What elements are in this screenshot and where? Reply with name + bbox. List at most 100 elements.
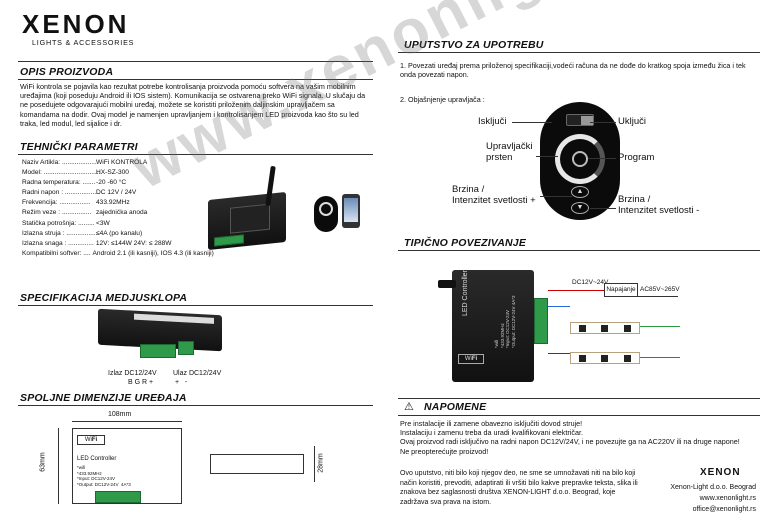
spec-row: Kompatibilni softver: ....Android 2.1 (i… [22,249,382,259]
wiring-label-strip [134,313,214,324]
controller-screen [230,203,270,234]
ac-label: AC85V~265V [640,286,680,293]
typical-wifi-badge: WiFi [458,354,484,364]
spec-value: WiFi KONTROLA [96,159,148,166]
napajanje-label: Napajanje [606,286,636,293]
brand-name: XENON [22,9,130,39]
label-brzina-plus: Brzina / Intenzitet svetlosti + [452,184,536,206]
controller-image [208,191,286,251]
spec-label: Izlazna snaga : .............. [22,239,94,247]
spec-row: Izlazna snaga : ..............12V: ≤144W… [22,239,382,249]
izlaz-label: Izlaz DC12/24V [108,370,157,377]
tehnicki-rule [18,154,373,155]
opis-rule [18,79,373,80]
rgb-wires-right [640,326,680,358]
spec-label: Izlazna struja : .................. [22,229,100,237]
spec-row: Frekvencija: .................433.92MHz [22,198,382,208]
line-iskljuci [512,122,552,123]
spec-value: Android 2.1 (ili kasniji), IOS 4.3 (ili … [92,249,214,257]
label-prsten: Upravljački prsten [486,141,533,163]
spec-value: 433.92MHz [96,199,130,207]
spec-table: Naziv Artikla: ...................WiFi K… [22,158,382,259]
napomene-rule [398,415,760,416]
brand-tagline: LIGHTS & ACCESSORIES [32,38,135,47]
line-brzina-plus [540,196,572,197]
dim-height-line [58,428,59,504]
line-brzina-minus [590,208,616,209]
spec-row: Statička potrošnja: .........<3W [22,219,382,229]
dim-device-label: LED Controller [77,456,117,462]
label-program: Program [618,152,655,163]
spec-value: ≤4A (po kanalu) [96,229,143,237]
uputstvo-step2: 2. Objašnjenje upravljača : [400,95,485,104]
brand-logo: XENON LIGHTS & ACCESSORIES [22,10,142,54]
dim-terminal [95,491,141,503]
spec-value: -20 -60 °C [96,179,127,187]
uputstvo-step1: 1. Povezati uređaj prema priloženoj spec… [400,61,746,80]
spec-label: Kompatibilni softver: .... [22,249,91,257]
spec-spoj-title: SPECIFIKACIJA MEDJUSKLOPA [20,292,188,304]
typical-terminal [534,298,548,344]
line-prsten [536,156,558,157]
brightness-up-icon: ▲ [571,186,589,198]
tipicno-title: TIPIČNO POVEZIVANJE [404,237,527,249]
dim-height: 63mm [39,452,47,472]
dim-depth-line [314,446,315,482]
spec-row: Izlazna struja : ..................≤4A (… [22,229,382,239]
wifi-badge: WiFi [77,435,105,445]
footer-legal: Ovo uputstvo, niti bilo koji njegov deo,… [400,470,638,506]
phone-screen [344,198,358,222]
program-button [572,151,588,167]
opis-title: OPIS PROIZVODA [20,66,114,78]
spec-value: HX-SZ-300 [96,169,129,177]
dim-device-specs: *wifi *433.92MHz *Input: DC12V-24V *Outp… [77,465,131,487]
brightness-down-icon: ▼ [571,202,589,214]
spec-label: Model: ............................... [22,169,101,177]
napajanje-box: Napajanje [604,283,638,297]
footer-company: Xenon-Light d.o.o. Beograd [670,484,756,491]
tipicno-rule [398,250,760,251]
control-ring [555,134,605,184]
label-ukljuci: Uključi [618,116,646,127]
label-iskljuci: Isključi [478,116,507,127]
ac-wire [638,296,678,297]
dc-wire [548,290,604,291]
remote-ring-small [319,202,333,216]
typical-device-specs: *wifi *433.92MHz *Input: DC12V-24V *Outp… [494,295,516,348]
napomene-top-rule [398,398,760,399]
spec-row: Naziv Artikla: ...................WiFi K… [22,158,382,168]
spec-value: 12V: ≤144W 24V: ≤ 288W [95,239,172,247]
spec-spoj-rule [18,305,373,306]
typical-device-label: LED Controller [462,270,469,316]
opis-text: WiFi kontrola se pojavila kao rezultat p… [20,82,366,128]
warning-icon: ⚠ [404,401,414,413]
spec-row: Radna temperatura: .......-20 -60 °C [22,178,382,188]
dimenzije-rule [18,405,373,406]
dimension-side-view [210,454,304,474]
remote-image-small [314,196,338,232]
uputstvo-rule [398,52,760,53]
dimension-front-view: WiFi LED Controller *wifi *433.92MHz *In… [72,428,182,504]
label-brzina-minus: Brzina / Intenzitet svetlosti - [618,194,700,216]
dim-depth: 28mm [317,453,325,473]
ulaz-pins: + - [175,379,188,386]
phone-image [342,194,360,228]
led-strip-2 [570,352,640,364]
spec-label: Radni napon : ................... [22,189,100,197]
output-terminal [140,344,176,358]
spec-row: Model: ...............................HX… [22,168,382,178]
dc-label: DC12V~24V [572,279,609,286]
spec-label: Radna temperatura: ....... [22,179,96,187]
spec-label: Naziv Artikla: ................... [22,159,97,166]
footer-email[interactable]: office@xenonlight.rs [692,506,756,513]
spec-row: Režim veze : ................ zajednička … [22,208,382,218]
controller-terminal [214,234,244,247]
napomene-text: Pre instalacije ili zamene obavezno iskl… [400,419,740,456]
napomene-title: NAPOMENE [424,401,487,413]
footer-web[interactable]: www.xenonlight.rs [699,495,756,502]
remote-image: ▲ ▼ [540,102,620,220]
spec-label: Režim veze : ................ [22,209,92,217]
spec-label: Statička potrošnja: ......... [22,219,95,227]
spec-value: zajednička anoda [96,209,148,217]
footer-brand: XENON [700,467,741,478]
